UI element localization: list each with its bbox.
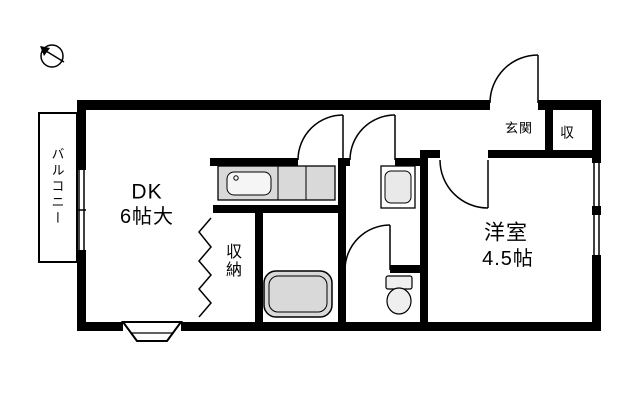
wall-segment — [390, 265, 420, 273]
door-washroom — [349, 114, 396, 161]
wall-segment — [210, 158, 298, 166]
wall-segment — [77, 100, 86, 170]
wall-segment — [592, 206, 601, 215]
western-room-label: 洋室 — [484, 221, 528, 245]
wall-segment — [420, 150, 428, 331]
closet-accordion-door — [198, 217, 212, 318]
closet-label: 収納 — [223, 243, 240, 279]
faucet-icon — [233, 175, 239, 181]
wall-segment — [338, 158, 346, 331]
kitchen-counter — [217, 165, 336, 201]
north-arrow-icon — [40, 44, 65, 68]
wall-segment — [213, 205, 346, 213]
door-toilet — [344, 224, 391, 271]
dk-size-label: 6帖大 — [119, 206, 175, 228]
balcony-outline — [38, 112, 78, 263]
wall-segment — [77, 322, 123, 331]
toilet — [385, 275, 413, 315]
kitchen-sink — [226, 171, 272, 196]
wall-segment — [255, 205, 263, 331]
wall-segment — [77, 100, 490, 110]
bathtub — [263, 270, 333, 318]
wall-segment — [592, 255, 601, 331]
windows — [77, 163, 600, 255]
door-entrance — [489, 54, 539, 104]
wall-segment — [420, 150, 440, 158]
door-dk — [297, 114, 344, 161]
bay-window — [121, 321, 183, 342]
walls — [77, 100, 601, 331]
wall-segment — [343, 158, 350, 166]
wall-segment — [77, 250, 86, 331]
wall-segment — [538, 100, 601, 110]
wall-segment — [181, 322, 601, 331]
wall-segment — [395, 158, 420, 166]
door-western-room — [439, 159, 489, 209]
storage-label: 収 — [559, 125, 575, 139]
wall-segment — [488, 150, 601, 158]
dk-room-label: DK — [131, 180, 163, 204]
western-room-size-label: 4.5帖 — [482, 248, 534, 270]
wall-segment — [592, 100, 601, 163]
entrance-label: 玄関 — [504, 120, 534, 136]
doors — [198, 54, 539, 318]
washing-machine — [380, 165, 416, 209]
wall-segment — [545, 100, 553, 158]
balcony-label: バルコニー — [49, 147, 65, 227]
